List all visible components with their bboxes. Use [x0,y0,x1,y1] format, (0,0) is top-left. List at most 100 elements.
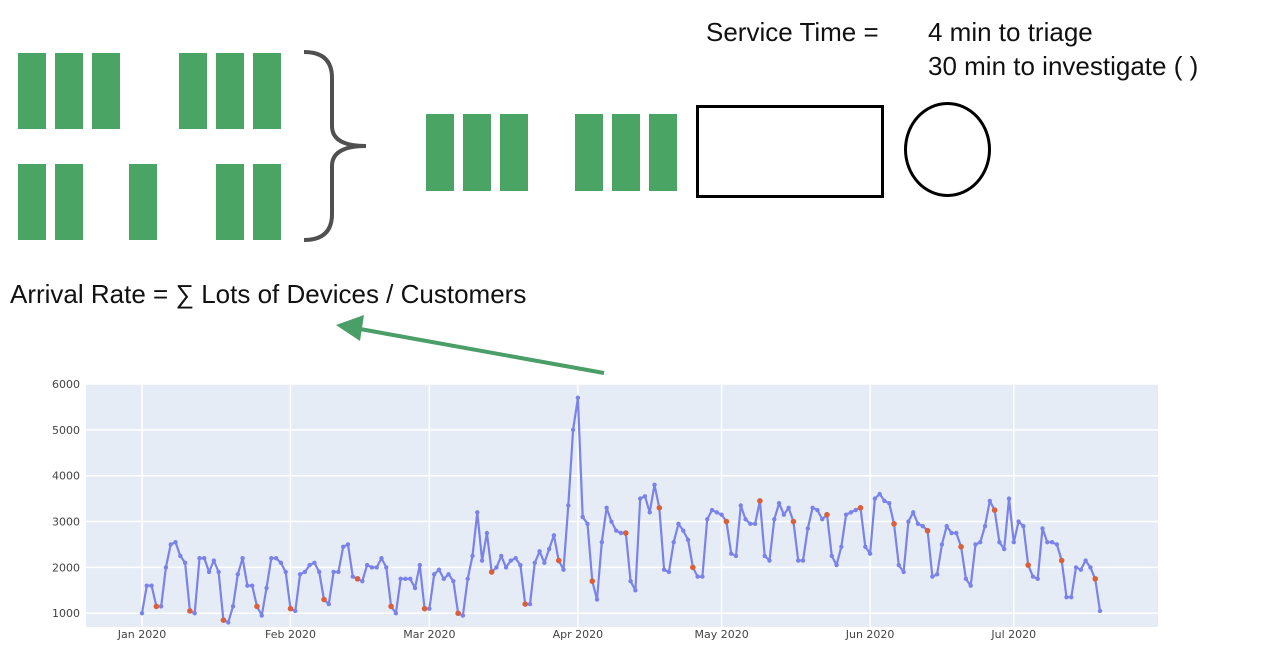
data-point [585,521,590,527]
data-point [345,542,351,547]
data-point [360,578,365,584]
data-point [245,583,250,588]
data-point [609,519,614,524]
anomaly-point [220,617,227,623]
data-point [762,553,767,559]
data-point [930,574,935,579]
anomaly-point [622,530,629,536]
anomaly-point [153,603,160,610]
y-tick-label: 5000 [52,424,80,437]
data-point [743,517,748,522]
data-point [599,539,605,545]
x-tick-label: Jun 2020 [845,628,895,641]
data-point [566,503,571,508]
data-point [819,517,825,522]
data-point [781,512,787,517]
x-tick-label: Jan 2020 [117,628,166,641]
data-point [776,501,782,506]
plot-background [86,384,1158,627]
data-point [206,569,212,575]
data-point [910,510,916,515]
anomaly-point [388,603,394,610]
anomaly-point [857,504,864,511]
data-point [666,569,672,575]
data-point [1016,519,1021,524]
data-point [446,572,451,577]
data-point [685,537,691,543]
anomaly-point [790,518,797,525]
x-tick-label: Mar 2020 [403,628,455,641]
data-point [412,585,418,591]
data-point [499,553,504,559]
data-point [839,544,844,549]
data-point [954,530,959,536]
data-point [863,544,868,549]
y-tick-label: 1000 [52,607,80,620]
data-point [307,562,312,568]
data-point [527,601,533,607]
anomaly-point [723,518,730,525]
data-point [158,604,164,609]
curly-brace-icon [303,50,367,242]
data-point [786,505,791,510]
service-time-label: Service Time = [706,17,879,47]
data-point [240,556,245,561]
data-point [163,565,169,570]
data-point [709,507,715,513]
data-point [834,562,839,568]
data-point [944,523,949,529]
queue-block [575,114,603,191]
device-block [55,53,83,129]
device-block [253,53,281,129]
data-point [1073,565,1079,570]
device-block [18,164,46,240]
queue-block [463,114,491,191]
anomaly-point [891,521,897,527]
queue-block [426,114,454,191]
data-point [843,512,849,517]
data-point [882,498,887,504]
x-tick-label: Feb 2020 [265,628,316,641]
anomaly-point [421,605,428,612]
data-point [182,560,188,566]
anomaly-point [1092,576,1099,582]
device-block [129,164,157,240]
data-point [949,530,954,536]
data-point [431,572,437,577]
data-point [867,551,873,556]
data-point [1083,558,1088,563]
anomaly-point [1058,557,1065,564]
data-point [733,553,739,559]
anomaly-point [321,596,327,603]
data-point [901,569,906,575]
data-point [173,539,178,545]
queue-box [696,105,884,198]
arrival-rate-label: Arrival Rate = ∑ Lots of Devices / Custo… [10,279,527,309]
anomaly-point [555,557,562,564]
data-point [144,583,149,588]
data-point [336,569,341,575]
data-point [1064,594,1069,600]
data-point [379,556,384,561]
data-point [494,565,499,570]
server-circle [904,102,991,197]
data-point [326,601,332,607]
anomaly-point [354,576,361,582]
data-point [537,549,542,554]
data-point [230,604,236,609]
data-point [417,562,423,568]
arrow-icon [336,315,605,375]
data-point [968,583,973,588]
data-point [848,510,854,515]
data-point [1035,576,1040,582]
data-point [604,505,609,510]
data-point [293,608,298,614]
x-tick-label: May 2020 [694,628,748,641]
data-point [877,491,882,497]
data-point [987,498,993,504]
anomaly-point [824,511,830,518]
data-point [1011,539,1016,545]
data-point [700,574,705,579]
data-point [719,512,724,517]
data-point [475,510,480,515]
